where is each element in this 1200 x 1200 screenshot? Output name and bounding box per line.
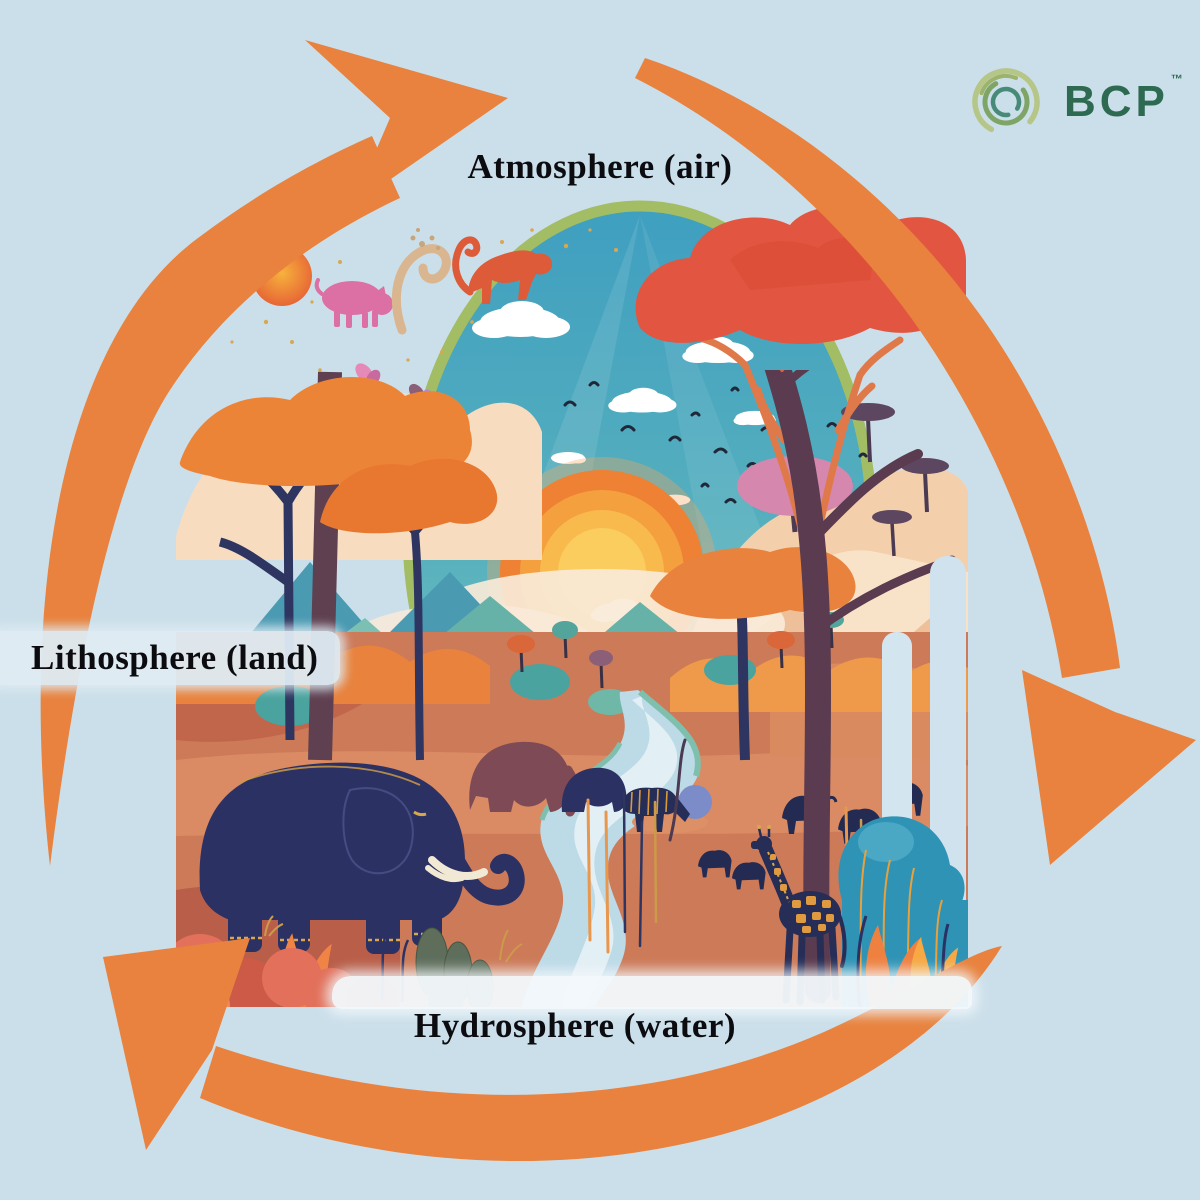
lithosphere-label-band (0, 631, 340, 685)
elephant-icon (199, 762, 525, 954)
atmosphere-label: Atmosphere (air) (467, 147, 733, 186)
brand-name: BCP (1064, 77, 1169, 126)
brand-trademark: ™ (1170, 72, 1183, 86)
hydrosphere-label-band (332, 976, 972, 1009)
pink-boar-icon (314, 278, 398, 328)
lithosphere-label: Lithosphere (land) (31, 638, 319, 677)
cycle-arrow-bottom-icon (103, 938, 1002, 1162)
monkey-icon (452, 236, 552, 304)
spiral-logo-icon (972, 68, 1040, 136)
elephant-herd-icon (469, 741, 627, 817)
cycle-arrow-top-icon (40, 40, 508, 866)
cycle-arrow-right-icon (635, 58, 1196, 865)
curly-tree-icon (391, 228, 451, 335)
left-acacia-trees (179, 371, 498, 761)
red-tree-icon (635, 205, 966, 576)
hydrosphere-label: Hydrosphere (water) (413, 1006, 737, 1045)
